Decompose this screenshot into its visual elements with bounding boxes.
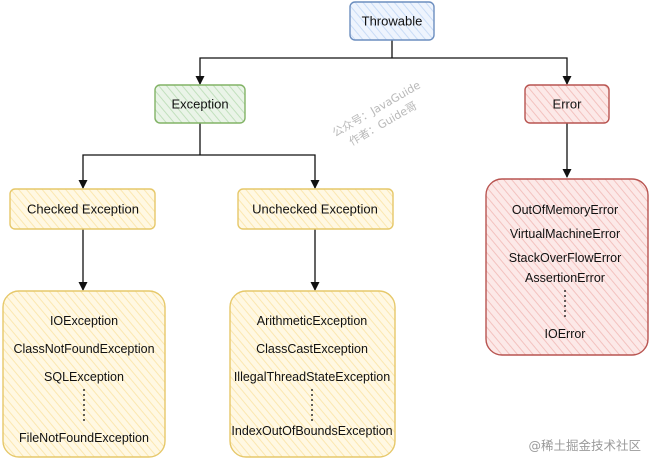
unchecked-item-arithmeticexception: ArithmeticException (257, 314, 368, 328)
error-item-assertionerror: AssertionError (525, 271, 605, 285)
error-label: Error (553, 97, 583, 112)
checked-item-ioexception: IOException (50, 314, 118, 328)
checked-exception-list: IOException ClassNotFoundException SQLEx… (2, 290, 166, 458)
edge-exception-unchecked (200, 154, 320, 189)
unchecked-item-indexoutofboundsexception: IndexOutOfBoundsException (231, 424, 392, 438)
unchecked-item-classcastexception: ClassCastException (256, 342, 368, 356)
watermark: 公众号：JavaGuide 作者：Guide哥 (330, 78, 423, 148)
credit-label: @稀土掘金技术社区 (528, 438, 641, 453)
error-item-ioerror: IOError (545, 327, 586, 341)
connectors (78, 40, 572, 291)
throwable-label: Throwable (362, 14, 423, 29)
throwable-node: Throwable (349, 1, 435, 41)
checked-item-filenotfoundexception: FileNotFoundException (19, 431, 149, 445)
unchecked-exception-node: Unchecked Exception (237, 188, 394, 230)
checked-exception-node: Checked Exception (9, 188, 156, 230)
edge-exception-checked (78, 154, 200, 189)
error-item-virtualmachineerror: VirtualMachineError (510, 227, 620, 241)
checked-exception-label: Checked Exception (27, 202, 139, 217)
checked-item-classnotfoundexception: ClassNotFoundException (13, 342, 154, 356)
edge-throwable-exception (195, 57, 392, 85)
error-item-stackoverflowerror: StackOverFlowError (509, 251, 622, 265)
unchecked-exception-label: Unchecked Exception (252, 202, 378, 217)
exception-label: Exception (171, 97, 228, 112)
error-list: OutOfMemoryError VirtualMachineError Sta… (485, 178, 649, 356)
unchecked-exception-list: ArithmeticException ClassCastException I… (229, 290, 396, 458)
error-item-outofmemoryerror: OutOfMemoryError (512, 203, 618, 217)
exception-node: Exception (154, 84, 246, 124)
error-node: Error (524, 84, 610, 124)
unchecked-item-illegalthreadstateexception: IllegalThreadStateException (234, 370, 390, 384)
edge-throwable-error (392, 57, 572, 85)
checked-item-sqlexception: SQLException (44, 370, 124, 384)
